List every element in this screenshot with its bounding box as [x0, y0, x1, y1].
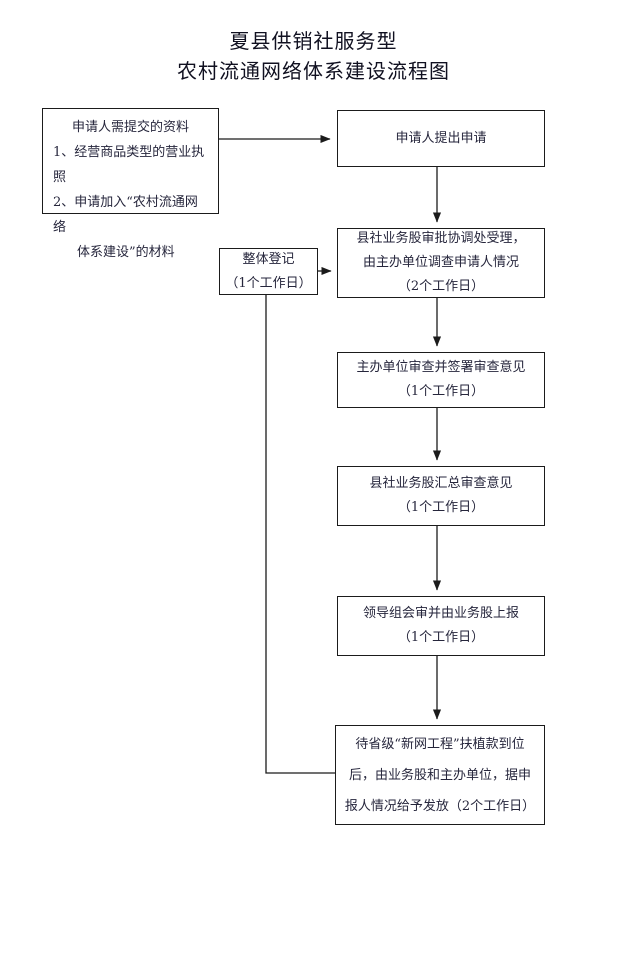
title-line-1: 夏县供销社服务型 — [229, 29, 398, 53]
page-title: 夏县供销社服务型 农村流通网络体系建设流程图 — [0, 26, 627, 86]
fund-disbursement-line-3: 报人情况给予发放（2个工作日） — [344, 798, 536, 814]
applicant-materials-line-1: 申请人需提交的资料 — [71, 120, 189, 135]
submit-application-line-1: 申请人提出申请 — [395, 130, 487, 146]
applicant-materials-box[interactable]: 申请人需提交的资料 1、经营商品类型的营业执照 2、申请加入“农村流通网络 体系… — [42, 108, 219, 260]
submit-application-box[interactable]: 申请人提出申请 — [337, 110, 545, 167]
leadership-review-line-2: （1个工作日） — [397, 630, 485, 645]
leadership-review-line-1: 领导组会审并由业务股上报 — [362, 606, 519, 621]
title-line-2: 农村流通网络体系建设流程图 — [177, 59, 450, 83]
fund-disbursement-line-1: 待省级“新网工程”扶植款到位 — [355, 736, 525, 752]
fund-disbursement-box[interactable]: 待省级“新网工程”扶植款到位 后，由业务股和主办单位，据申 报人情况给予发放（2… — [335, 725, 545, 825]
leadership-group-review-box[interactable]: 领导组会审并由业务股上报 （1个工作日） — [337, 596, 545, 656]
county-accept-line-1: 县社业务股审批协调处受理， — [356, 231, 526, 246]
county-summary-line-1: 县社业务股汇总审查意见 — [369, 476, 513, 491]
county-accept-line-3: （2个工作日） — [397, 279, 485, 294]
applicant-materials-line-3: 2、申请加入“农村流通网络 — [53, 195, 198, 235]
county-summary-line-2: （1个工作日） — [397, 500, 485, 515]
organizer-review-box[interactable]: 主办单位审查并签署审查意见 （1个工作日） — [337, 352, 545, 408]
fund-disbursement-line-2: 后，由业务股和主办单位，据申 — [348, 767, 531, 783]
county-bureau-accept-box[interactable]: 县社业务股审批协调处受理， 由主办单位调查申请人情况 （2个工作日） — [337, 228, 545, 298]
applicant-materials-line-4: 体系建设”的材料 — [77, 245, 175, 260]
organizer-review-line-2: （1个工作日） — [397, 384, 485, 399]
county-accept-line-2: 由主办单位调查申请人情况 — [362, 255, 519, 270]
overall-registration-line-2: （1个工作日） — [225, 275, 312, 291]
overall-registration-line-1: 整体登记 — [242, 251, 295, 267]
county-summary-review-box[interactable]: 县社业务股汇总审查意见 （1个工作日） — [337, 466, 545, 526]
organizer-review-line-1: 主办单位审查并签署审查意见 — [356, 360, 526, 375]
edge-registration-to-fund — [265, 295, 336, 774]
overall-registration-box[interactable]: 整体登记 （1个工作日） — [219, 248, 318, 295]
applicant-materials-line-2: 1、经营商品类型的营业执照 — [53, 145, 205, 185]
